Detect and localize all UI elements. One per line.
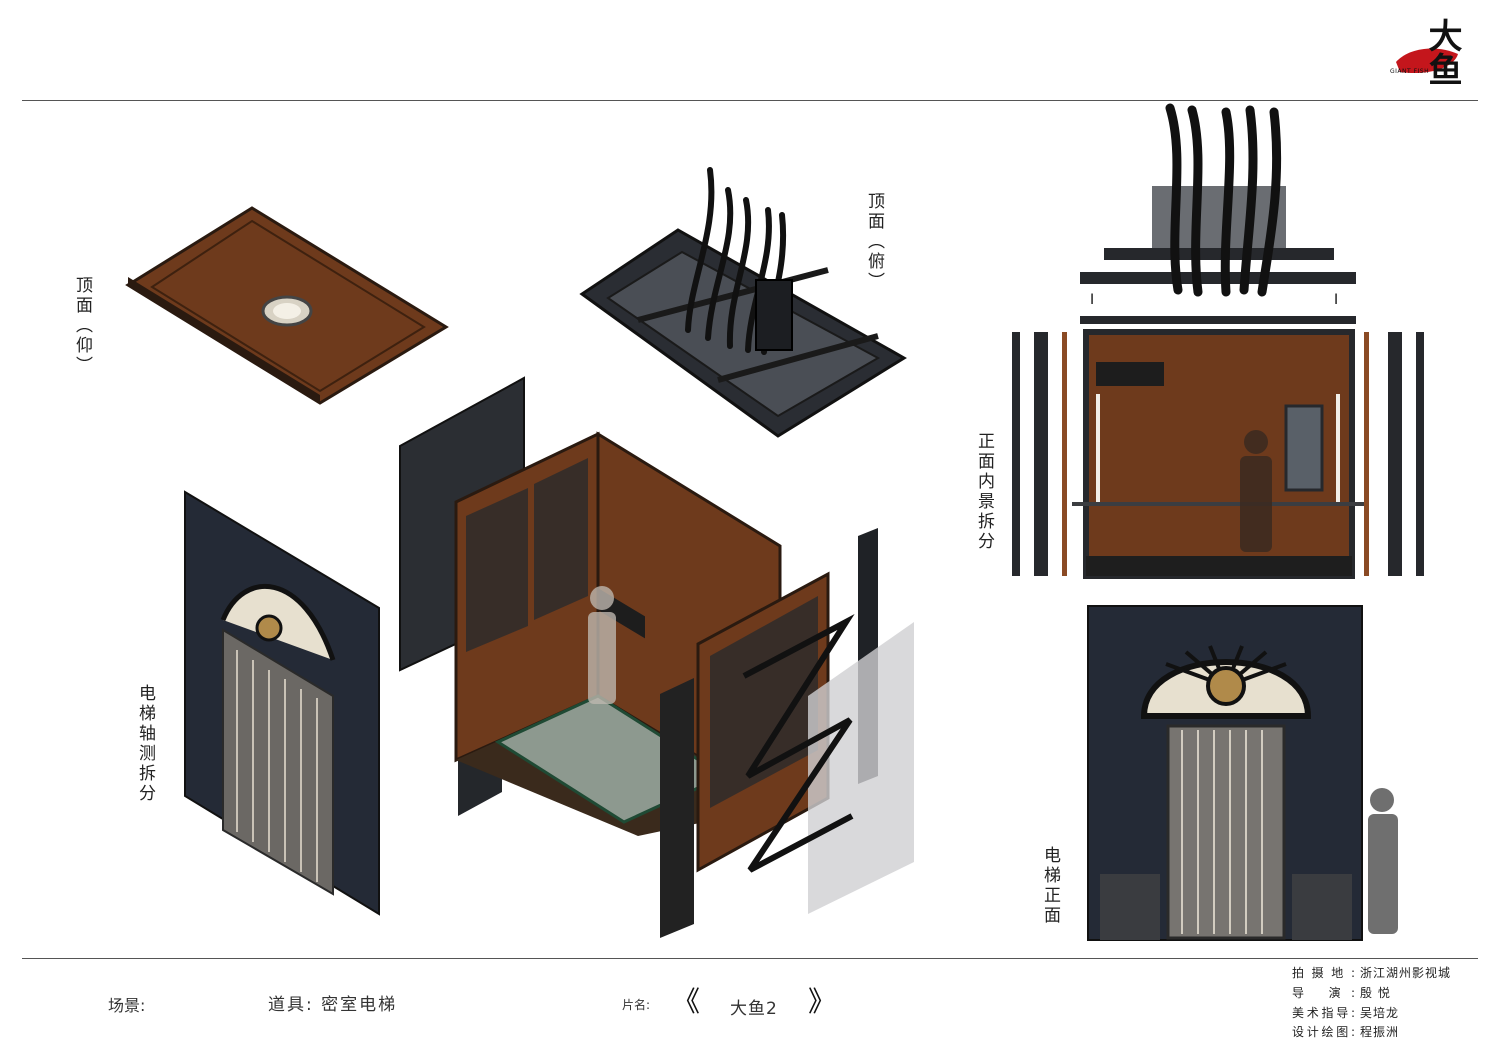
bottom-divider [22,958,1478,959]
axonometric-gate-panel [184,490,380,916]
film-label: 片名: [622,998,651,1012]
film-title-right-mark: 》 [808,985,837,1018]
svg-text:I: I [1090,292,1094,308]
credit-director: 导 演:殷 悦 [1292,986,1391,1000]
credit-designer: 设计绘图:程振洲 [1292,1025,1400,1039]
svg-text:I: I [1334,292,1338,308]
logo: 大鱼 GIANT FISH [1388,10,1464,96]
ceiling-bottom-panel [125,206,449,405]
label-axonometric: 电梯轴测拆分 [135,684,155,804]
front-interior-top-assembly: I I [1080,103,1356,324]
label-ceiling-bottom: 顶面（仰） [72,276,92,376]
front-interior-elevation [1012,329,1424,579]
credit-art-director: 美术指导:吴培龙 [1292,1006,1400,1020]
top-divider [22,100,1478,101]
film-title-left-mark: 《 [672,985,701,1018]
front-elevation-gate [1087,605,1398,941]
person-silhouette-scale [1368,788,1398,934]
logo-brush-mark [1396,48,1458,74]
person-silhouette [588,586,616,704]
film-title: 大鱼2 [730,999,778,1019]
ceiling-top-frame [579,167,907,438]
label-front: 电梯正面 [1040,846,1060,926]
prop-label: 道具: 密室电梯 [268,995,398,1015]
logo-subtext: GIANT FISH [1390,68,1430,75]
scene-label: 场景: [108,996,146,1015]
label-front-interior: 正面内景拆分 [974,432,994,552]
axonometric-cabin [399,376,914,938]
person-silhouette-front [1240,430,1272,552]
credit-location: 拍摄地:浙江湖州影视城 [1292,966,1452,980]
label-ceiling-top: 顶面（俯） [864,192,884,292]
logo-text: 大鱼 [1422,18,1462,86]
